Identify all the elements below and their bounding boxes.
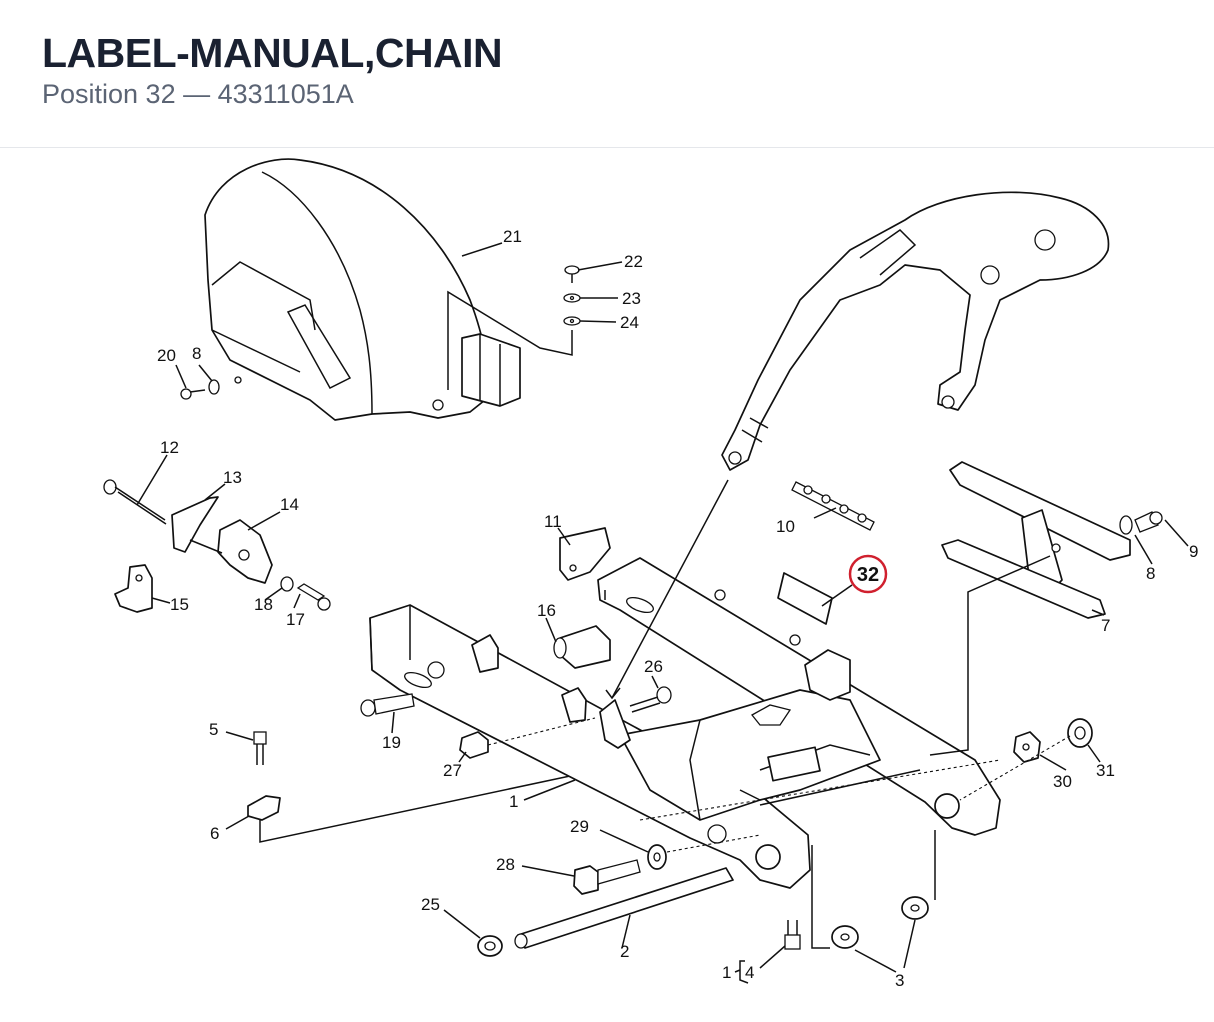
callout-25: 25 [421, 895, 440, 914]
callout-1: 1 [509, 792, 518, 811]
callout-27: 27 [443, 761, 462, 780]
part-cap-25[interactable] [477, 935, 503, 957]
part-chain-slider-7[interactable] [941, 461, 1131, 619]
callout-11: 11 [544, 512, 562, 531]
part-swing-arm[interactable] [369, 557, 1001, 889]
callout-17: 17 [286, 610, 305, 629]
part-washer-18[interactable] [280, 576, 294, 592]
callout-15: 15 [170, 595, 189, 614]
part-bolt-26[interactable] [629, 686, 672, 713]
callout-1b: 1 [722, 963, 731, 982]
part-nut-30[interactable] [1013, 731, 1041, 763]
callout-4: 4 [745, 963, 754, 982]
part-bolt-28[interactable] [573, 859, 641, 895]
part-washers-3[interactable] [831, 896, 929, 949]
part-bolt-12[interactable] [103, 479, 167, 525]
callout-8b: 8 [1146, 564, 1155, 583]
part-clip-15[interactable] [114, 564, 153, 613]
part-bracket-13[interactable] [171, 496, 219, 553]
part-screw-22[interactable] [564, 265, 580, 283]
part-bushing-27[interactable] [459, 731, 489, 759]
leader-lines [136, 242, 1189, 984]
part-bracket-6[interactable] [247, 795, 281, 821]
callout-31: 31 [1096, 761, 1115, 780]
part-washer-29[interactable] [647, 844, 667, 870]
highlight-callout-32[interactable]: 32 [821, 554, 888, 607]
part-adjuster-14[interactable] [217, 519, 273, 584]
page-subtitle: Position 32 — 43311051A [42, 79, 354, 110]
callout-29: 29 [570, 817, 589, 836]
callout-14: 14 [280, 495, 299, 514]
callout-22: 22 [624, 252, 643, 271]
part-bolt-19[interactable] [360, 693, 415, 717]
part-washer-24[interactable] [563, 316, 581, 326]
callout-5: 5 [209, 720, 218, 739]
part-bracket-11[interactable] [559, 527, 611, 581]
header: LABEL-MANUAL,CHAIN Position 32 — 4331105… [0, 0, 1214, 148]
callout-28: 28 [496, 855, 515, 874]
part-bolt-20[interactable] [180, 388, 206, 400]
callout-30: 30 [1053, 772, 1072, 791]
separator: — [183, 79, 211, 109]
callout-16: 16 [537, 601, 556, 620]
part-bolt-5[interactable] [253, 731, 267, 765]
part-bolt-17[interactable] [296, 583, 331, 611]
part-number: 43311051A [217, 79, 354, 109]
part-washer-8b[interactable] [1119, 515, 1133, 535]
page-title: LABEL-MANUAL,CHAIN [42, 30, 503, 76]
callout-26: 26 [644, 657, 663, 676]
callout-20: 20 [157, 346, 176, 365]
part-pivot-16[interactable] [553, 625, 611, 669]
part-nut-31[interactable] [1067, 718, 1093, 748]
part-chain-10[interactable] [791, 481, 875, 531]
part-chain-label-32[interactable] [777, 572, 833, 625]
callout-10: 10 [776, 517, 795, 536]
part-bolt-4[interactable] [784, 920, 801, 950]
callout-3: 3 [895, 971, 904, 990]
callout-24: 24 [620, 313, 639, 332]
callout-32-label: 32 [857, 564, 879, 586]
part-brake-torque-rod[interactable] [721, 191, 1110, 471]
part-chain-guard[interactable] [204, 158, 521, 421]
callout-8a: 8 [192, 344, 201, 363]
callout-2: 2 [620, 942, 629, 961]
callout-6: 6 [210, 824, 219, 843]
callout-9: 9 [1189, 542, 1198, 561]
callout-12: 12 [160, 438, 179, 457]
callout-19: 19 [382, 733, 401, 752]
position-label: Position 32 [42, 79, 176, 109]
callout-7: 7 [1101, 616, 1110, 635]
callout-labels: 21 22 23 24 20 8 12 13 14 15 18 17 10 11… [157, 227, 1198, 990]
callout-23: 23 [622, 289, 641, 308]
part-washer-23[interactable] [563, 293, 581, 303]
exploded-parts-diagram: 32 [103, 158, 1198, 990]
callout-18: 18 [254, 595, 273, 614]
part-pivot-shaft-2[interactable] [514, 867, 734, 949]
callout-13: 13 [223, 468, 242, 487]
callout-21: 21 [503, 227, 522, 246]
part-screw-9[interactable] [1134, 511, 1163, 533]
part-washer-8a[interactable] [208, 379, 220, 395]
